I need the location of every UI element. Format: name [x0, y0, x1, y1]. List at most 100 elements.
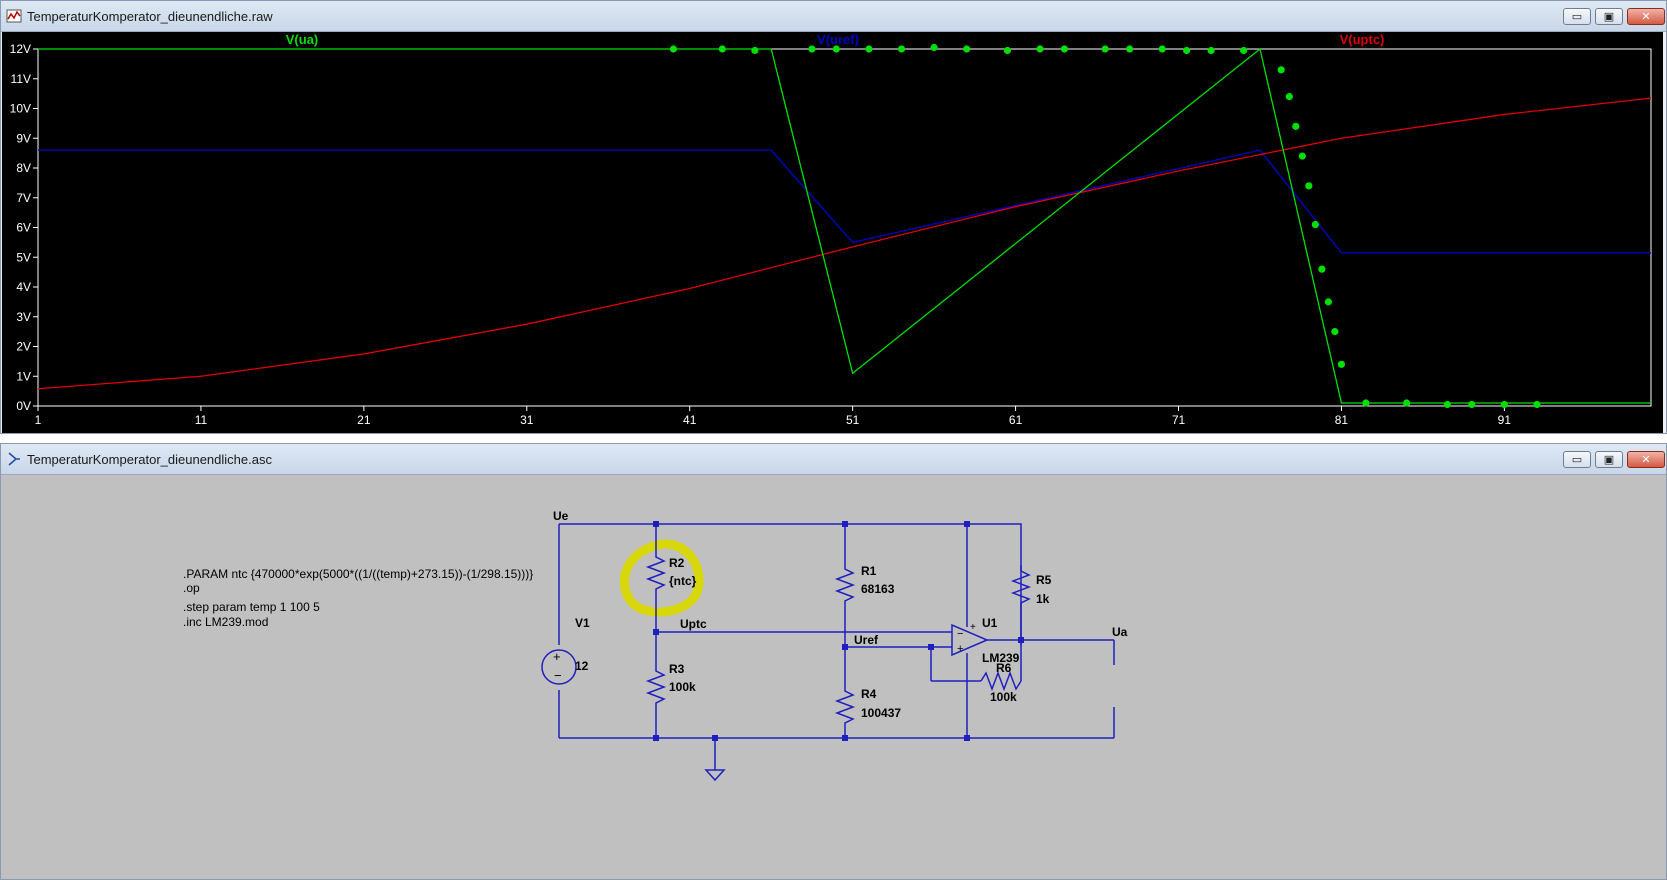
- directive-inc[interactable]: .inc LM239.mod: [183, 615, 268, 629]
- legend-entry[interactable]: V(ua): [286, 32, 319, 47]
- resistor-r3[interactable]: [645, 665, 667, 705]
- resistor-r1[interactable]: [834, 563, 856, 607]
- y-tick-label: 1V: [16, 369, 31, 383]
- y-tick-label: 11V: [11, 72, 31, 86]
- x-tick-label: 31: [520, 413, 534, 427]
- v1-name[interactable]: V1: [575, 616, 590, 630]
- r4-name[interactable]: R4: [861, 687, 877, 701]
- schematic-canvas[interactable]: .PARAM ntc {470000*exp(5000*((1/((temp)+…: [2, 475, 1663, 877]
- plot-background: [2, 32, 1663, 433]
- series-line-vuref: [38, 149, 1651, 254]
- series-point: [1285, 93, 1293, 101]
- v1-value[interactable]: 12: [575, 659, 589, 673]
- x-tick-label: 81: [1335, 413, 1349, 427]
- net-label-ua[interactable]: Ua: [1112, 625, 1128, 639]
- series-point: [1324, 298, 1332, 306]
- directive-step[interactable]: .step param temp 1 100 5: [183, 600, 320, 614]
- schematic-titlebar[interactable]: TemperaturKomperator_dieunendliche.asc ▭…: [1, 444, 1666, 475]
- resistor-r5[interactable]: [1010, 565, 1032, 609]
- plot-window-title: TemperaturKomperator_dieunendliche.raw: [27, 9, 273, 24]
- x-tick-label: 61: [1009, 413, 1023, 427]
- x-tick-label: 11: [195, 413, 208, 427]
- directive-param[interactable]: .PARAM ntc {470000*exp(5000*((1/((temp)+…: [183, 567, 533, 581]
- schematic-window: TemperaturKomperator_dieunendliche.asc ▭…: [0, 443, 1667, 880]
- r5-value[interactable]: 1k: [1036, 592, 1050, 606]
- y-tick-label: 4V: [16, 280, 31, 294]
- v1-plus-sign: +: [553, 649, 561, 664]
- schematic-window-title: TemperaturKomperator_dieunendliche.asc: [27, 452, 272, 467]
- resistor-r2[interactable]: [645, 551, 667, 595]
- legend-entry[interactable]: V(uptc): [1340, 32, 1385, 47]
- plot-legend: V(ua) V(uref) V(uptc): [286, 32, 1385, 47]
- minimize-button[interactable]: ▭: [1563, 8, 1591, 25]
- net-label-ue[interactable]: Ue: [553, 509, 569, 523]
- ground-symbol[interactable]: [704, 769, 726, 782]
- r6-value[interactable]: 100k: [990, 690, 1017, 704]
- series-point: [808, 45, 816, 53]
- component-labels: Ue Ua Uptc Uref V1 12 R2 {ntc} R3 100k R…: [553, 509, 1128, 720]
- series-point: [1533, 400, 1541, 409]
- r2-value[interactable]: {ntc}: [669, 574, 697, 588]
- series-point: [1500, 400, 1508, 409]
- series-point: [1443, 400, 1451, 409]
- plot-titlebar[interactable]: TemperaturKomperator_dieunendliche.raw ▭…: [1, 1, 1666, 32]
- series-point: [1036, 45, 1044, 53]
- r4-value[interactable]: 100437: [861, 706, 901, 720]
- maximize-button[interactable]: ▣: [1595, 8, 1623, 25]
- series-point: [1331, 328, 1339, 336]
- minimize-button[interactable]: ▭: [1563, 451, 1591, 468]
- series-point: [1003, 46, 1012, 55]
- series-point: [897, 45, 906, 53]
- series-point: [832, 45, 840, 53]
- legend-entry[interactable]: V(uref): [817, 32, 859, 47]
- voltage-source-v1[interactable]: + −: [541, 649, 577, 685]
- series-point: [1277, 66, 1285, 74]
- highlight-circle: [619, 539, 704, 617]
- r2-name[interactable]: R2: [669, 556, 685, 570]
- r6-name[interactable]: R6: [996, 661, 1012, 675]
- u1-name[interactable]: U1: [982, 616, 998, 630]
- series-point: [1311, 220, 1319, 229]
- y-tick-label: 7V: [16, 191, 31, 205]
- resistor-r6[interactable]: [980, 670, 1022, 692]
- series-point: [930, 43, 938, 52]
- r5-name[interactable]: R5: [1036, 573, 1052, 587]
- schematic-background: [2, 475, 1663, 877]
- r1-name[interactable]: R1: [861, 564, 877, 578]
- u1-value[interactable]: LM239: [982, 651, 1020, 665]
- series-point: [751, 46, 759, 55]
- maximize-button[interactable]: ▣: [1595, 451, 1623, 468]
- series-point: [963, 45, 971, 53]
- series-point: [718, 45, 726, 53]
- series-point: [1305, 182, 1313, 190]
- r3-value[interactable]: 100k: [669, 680, 696, 694]
- x-tick-label: 41: [683, 413, 697, 427]
- y-tick-label: 5V: [16, 250, 31, 264]
- x-tick-label: 51: [846, 413, 860, 427]
- directive-op[interactable]: .op: [183, 581, 200, 595]
- series-point: [1403, 399, 1411, 407]
- r3-name[interactable]: R3: [669, 662, 685, 676]
- series-point: [1292, 122, 1300, 130]
- spice-directives[interactable]: .PARAM ntc {470000*exp(5000*((1/((temp)+…: [183, 567, 533, 629]
- series-point: [1101, 45, 1109, 53]
- resistor-r4[interactable]: [834, 685, 856, 727]
- series-point: [1240, 46, 1248, 55]
- net-label-uref[interactable]: Uref: [854, 633, 879, 647]
- close-button[interactable]: ✕: [1627, 451, 1665, 468]
- y-tick-label: 6V: [16, 221, 31, 235]
- series-point: [669, 45, 678, 53]
- series-point: [865, 45, 873, 53]
- schematic-app-icon: [8, 452, 20, 466]
- y-tick-label: 0V: [16, 399, 31, 413]
- comparator-u1[interactable]: − + +: [951, 622, 989, 657]
- series-point: [1158, 45, 1166, 53]
- close-button[interactable]: ✕: [1627, 8, 1665, 25]
- r1-value[interactable]: 68163: [861, 582, 895, 596]
- y-tick-label: 10V: [10, 102, 31, 116]
- net-label-uptc[interactable]: Uptc: [680, 617, 707, 631]
- y-tick-label: 3V: [16, 310, 31, 324]
- u1-minus-input: −: [957, 628, 963, 640]
